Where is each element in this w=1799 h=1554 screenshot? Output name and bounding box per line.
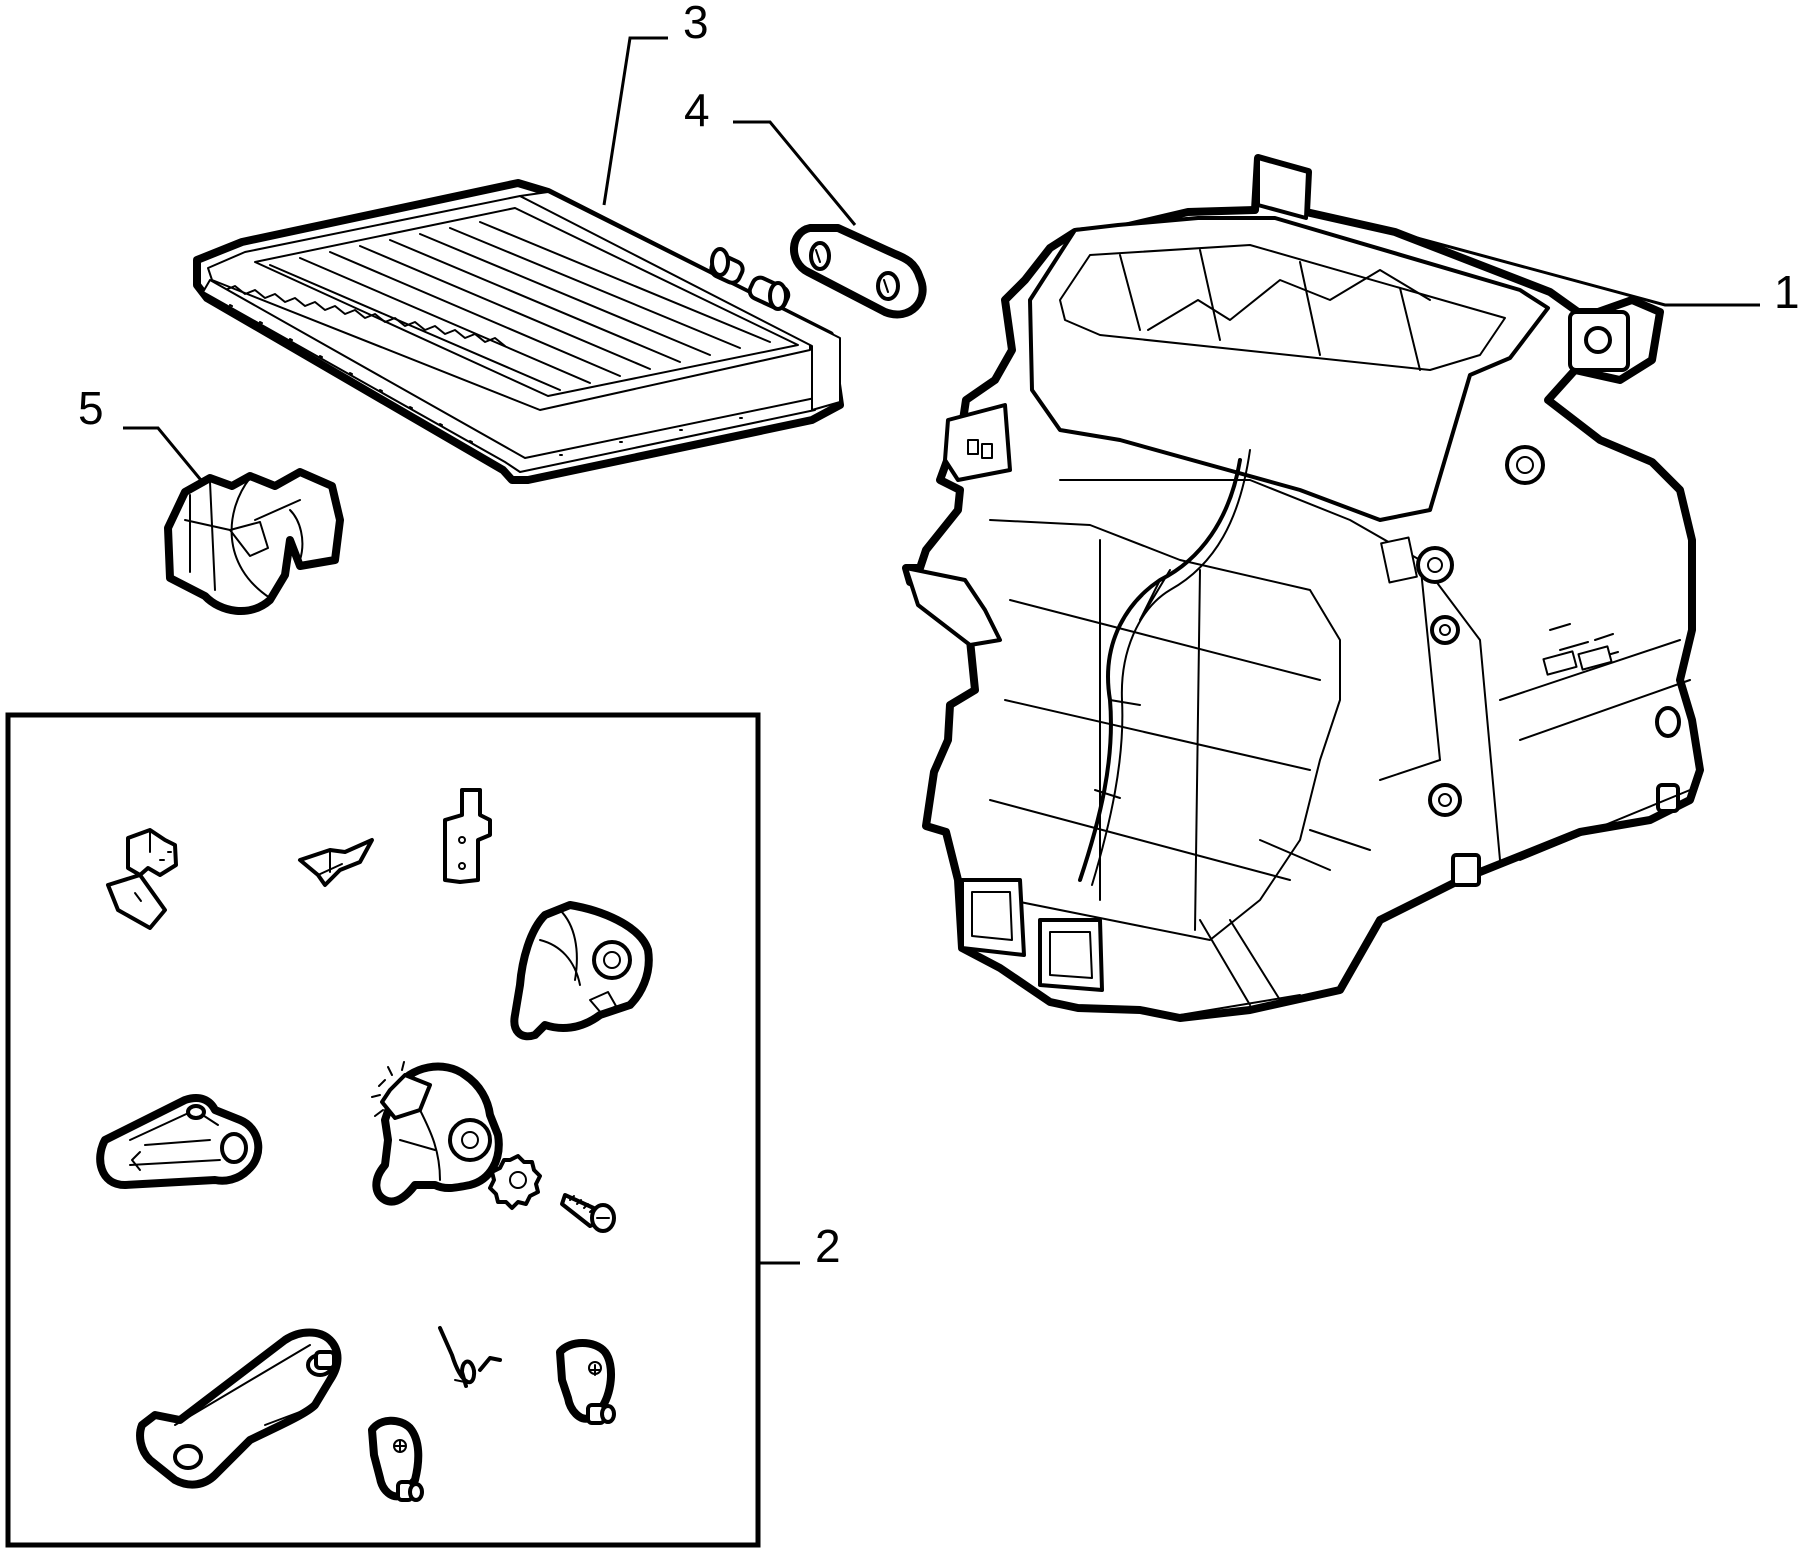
part-2-kit-box	[5, 712, 761, 1548]
kit-spring	[438, 1326, 502, 1388]
callout-4: 4	[684, 84, 710, 136]
leader-lines	[123, 36, 1760, 1265]
part-3-heater-core	[193, 179, 844, 484]
kit-gear-actuator	[371, 1061, 503, 1206]
kit-strip-bracket	[443, 788, 492, 884]
part-4-gasket	[790, 224, 927, 319]
kit-pin-crank-bottom	[368, 1416, 424, 1502]
kit-clip	[298, 838, 374, 887]
kit-actuator-large	[510, 901, 653, 1041]
kit-triangle-lever	[96, 1094, 263, 1189]
callout-5: 5	[78, 382, 104, 434]
callouts: 3 4 5 1 2	[78, 0, 1799, 1272]
leader-4	[733, 120, 857, 226]
callout-2: 2	[815, 1220, 841, 1272]
part-1-heater-housing	[902, 154, 1704, 1022]
kit-long-lever	[136, 1328, 342, 1489]
kit-star-nut	[488, 1154, 542, 1210]
kit-frame	[5, 712, 761, 1548]
leader-1	[1394, 230, 1760, 307]
kit-bracket-small	[106, 828, 178, 930]
callout-1: 1	[1774, 266, 1799, 318]
leader-3	[602, 36, 668, 206]
kit-pin-crank-right	[556, 1339, 616, 1425]
part-5-clamp	[164, 468, 344, 615]
callout-3: 3	[683, 0, 709, 48]
kit-screw	[560, 1193, 616, 1233]
leader-5	[123, 426, 207, 486]
